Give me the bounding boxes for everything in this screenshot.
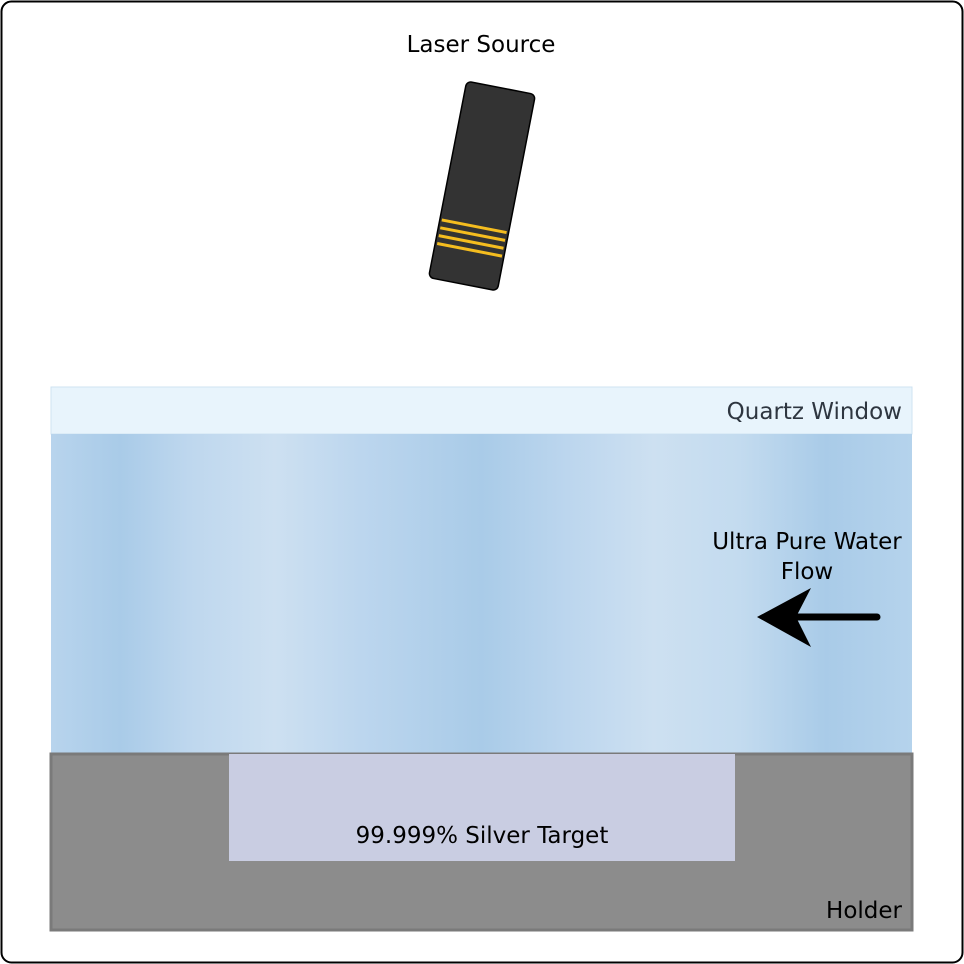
silver-target-label: 99.999% Silver Target [356, 823, 609, 849]
holder-label: Holder [826, 898, 903, 924]
laser-head-icon [428, 81, 536, 291]
arrow-left-icon [757, 588, 881, 647]
quartz-window-label: Quartz Window [727, 399, 902, 425]
water-flow-region [51, 434, 912, 754]
water-flow-label-line2: Flow [781, 559, 834, 585]
silver-target [229, 754, 735, 861]
laser-bands [436, 218, 507, 258]
laser-source-label: Laser Source [407, 32, 556, 58]
water-flow-label-line1: Ultra Pure Water [712, 529, 902, 555]
